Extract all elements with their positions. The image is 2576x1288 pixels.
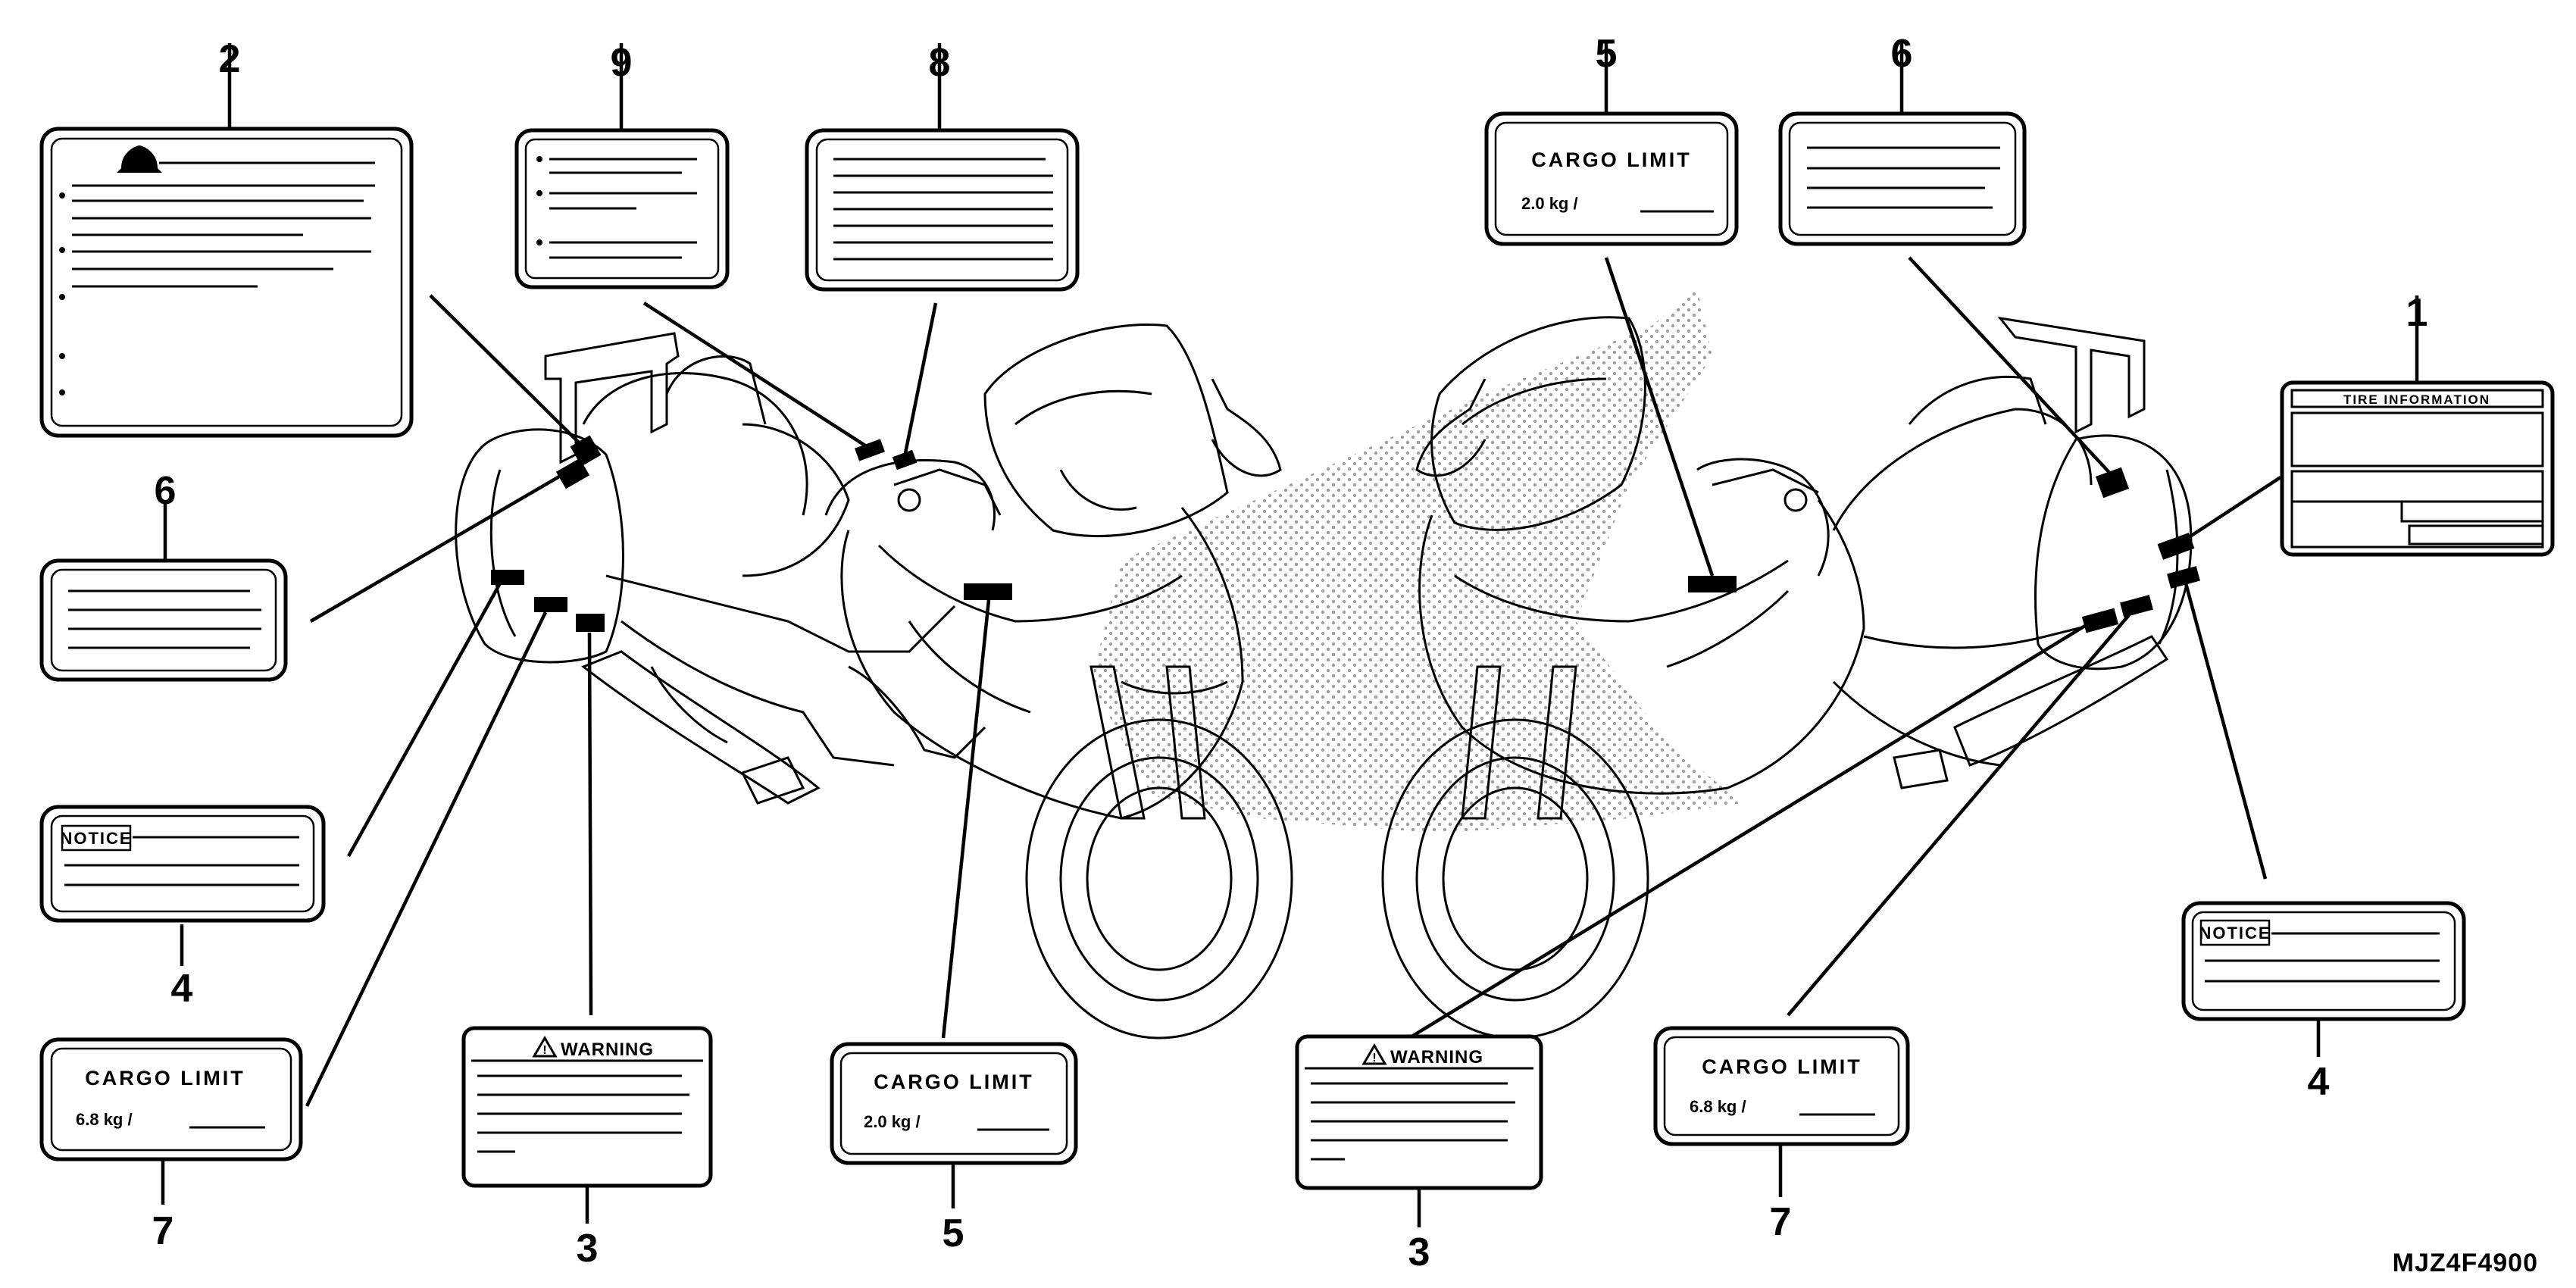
left-tag-7	[534, 597, 567, 612]
right-bike-fairing	[1418, 499, 1865, 795]
right-tag-3	[2081, 608, 2119, 633]
left-bike-front-wheel	[1025, 718, 1293, 1039]
right-bike-exhaust	[1953, 635, 2169, 767]
label-1-tire-information-card: TIRE INFORMATION	[2280, 380, 2555, 557]
callout-7-right: 7	[1770, 1200, 1792, 1244]
label-6-right-card	[1778, 111, 2027, 246]
cargo-right-title: CARGO LIMIT	[1702, 1055, 1862, 1078]
right-bike-rack	[1997, 316, 2146, 434]
right-bike-windscreen	[1430, 316, 1646, 531]
cargo-left-title: CARGO LIMIT	[85, 1067, 245, 1089]
leader-lines	[163, 42, 2419, 1107]
cargo-top-value: 2.0 kg /	[1521, 194, 1578, 213]
label-3-right-card: ! WARNING	[1295, 1034, 1543, 1190]
notice-left-text: NOTICE	[60, 829, 132, 848]
stipple-shading	[1091, 288, 1743, 833]
label-2-card	[39, 127, 414, 438]
left-tag-6	[555, 458, 590, 489]
label-3-left-card: ! WARNING	[461, 1026, 713, 1188]
left-bike-saddlebag	[455, 428, 624, 664]
callout-3-left: 3	[577, 1227, 599, 1271]
callout-6-left: 6	[155, 469, 177, 513]
callout-8: 8	[929, 41, 951, 85]
label-7-right-card: CARGO LIMIT 6.8 kg /	[1653, 1026, 1910, 1146]
left-bike-rack	[544, 332, 680, 464]
label-4-right-card: NOTICE	[2181, 901, 2466, 1021]
left-bike-fairing	[840, 507, 1244, 820]
label-4-left-card: NOTICE	[39, 805, 326, 923]
svg-text:!: !	[542, 1044, 546, 1057]
label-5-bottom-card: CARGO LIMIT 2.0 kg /	[830, 1042, 1078, 1165]
right-tag-6	[2095, 467, 2130, 499]
callout-6-right: 6	[1891, 32, 1913, 76]
callout-3-right: 3	[1408, 1230, 1430, 1274]
diagram-code: MJZ4F4900	[2393, 1249, 2538, 1277]
cargo-top-title: CARGO LIMIT	[1531, 148, 1691, 171]
label-8-card	[805, 128, 1080, 292]
label-5-top-card: CARGO LIMIT 2.0 kg /	[1484, 111, 1739, 246]
svg-text:!: !	[1372, 1052, 1376, 1064]
callout-7-left: 7	[152, 1209, 174, 1253]
label-9-card	[514, 128, 730, 289]
motorcycle-left	[455, 323, 1293, 1039]
callout-5-top: 5	[1596, 32, 1618, 76]
callout-4-left: 4	[171, 967, 193, 1011]
right-bike-saddlebag	[2034, 434, 2193, 671]
left-tag-5	[964, 583, 1012, 600]
warning-left-text: WARNING	[561, 1039, 654, 1060]
cargo-left-value: 6.8 kg /	[76, 1110, 133, 1129]
callout-4-right: 4	[2308, 1060, 2330, 1104]
callout-1: 1	[2406, 291, 2428, 335]
label-6-left-card	[39, 558, 288, 682]
cargo-center-title: CARGO LIMIT	[874, 1071, 1033, 1093]
left-tag-3	[576, 614, 605, 632]
left-bike-exhaust	[581, 650, 821, 805]
cargo-center-value: 2.0 kg /	[864, 1112, 921, 1131]
left-tag-9	[855, 439, 885, 461]
callout-5-bottom: 5	[943, 1211, 964, 1255]
left-bike-windscreen	[983, 323, 1229, 538]
notice-right-text: NOTICE	[2199, 924, 2271, 943]
cargo-right-value: 6.8 kg /	[1690, 1097, 1746, 1116]
left-tag-4	[491, 570, 524, 585]
warning-triangle-icon	[532, 1036, 558, 1058]
dot-bullet-icon	[59, 192, 65, 395]
warning-triangle-icon	[1361, 1043, 1387, 1065]
label-7-left-card: CARGO LIMIT 6.8 kg /	[39, 1037, 303, 1161]
left-tag-8	[892, 449, 918, 470]
right-tag-4	[2167, 566, 2200, 589]
bell-icon	[117, 145, 162, 173]
callout-9: 9	[611, 41, 633, 85]
callout-numbers: 2 9 8 5 6 1 6 4 7 3 5 3 7 4	[152, 32, 2428, 1274]
warning-right-text: WARNING	[1390, 1047, 1483, 1068]
callout-2: 2	[219, 37, 241, 81]
tire-information-title: TIRE INFORMATION	[2343, 392, 2490, 407]
right-tag-5	[1688, 576, 1737, 592]
